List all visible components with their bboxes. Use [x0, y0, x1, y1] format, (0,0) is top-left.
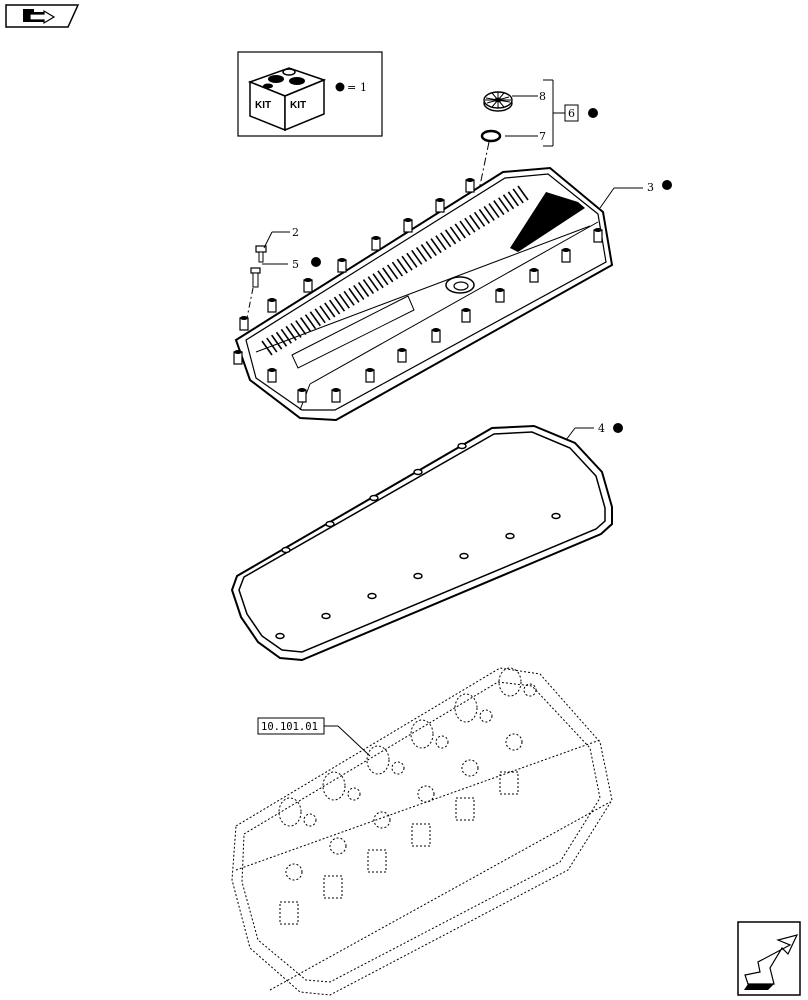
callout-number: 6 — [568, 107, 575, 120]
callout-number: 3 — [647, 181, 654, 194]
kit-legend-box: KIT KIT = 1 — [237, 51, 383, 137]
kit-number: 1 — [360, 81, 367, 94]
kit-box-icon: KIT KIT — [247, 67, 327, 132]
filler-cap — [483, 91, 513, 112]
head-ports — [278, 667, 537, 925]
cylinder-head-ghost — [231, 667, 613, 996]
kit-marker-dot — [588, 108, 598, 118]
seal-ring — [480, 129, 502, 143]
kit-marker-dot — [335, 82, 345, 92]
kit-equals-sign: = — [347, 81, 356, 94]
callout-box — [564, 104, 579, 122]
kit-marker-dot — [662, 180, 672, 190]
kit-marker-dot — [311, 257, 321, 267]
bolt — [246, 245, 267, 319]
reference-label[interactable]: 10.101.01 — [261, 721, 318, 733]
callout-number: 2 — [292, 226, 299, 239]
callout-number: 8 — [539, 90, 546, 103]
callout-number: 7 — [539, 130, 546, 143]
gasket-tabs — [275, 442, 561, 640]
cover-bosses — [233, 178, 603, 403]
callout-number: 4 — [598, 422, 605, 435]
cover-gasket — [230, 424, 613, 662]
callout-bracket-cap — [505, 79, 565, 147]
reference-link[interactable]: 10.101.01 — [257, 717, 325, 735]
kit-marker-dot — [613, 423, 623, 433]
kit-label-right: KIT — [290, 100, 306, 111]
nav-folder-arrow-icon[interactable] — [5, 4, 80, 28]
next-page-arrow-icon[interactable] — [737, 921, 801, 996]
kit-label-left: KIT — [255, 100, 271, 111]
callout-number: 5 — [292, 258, 299, 271]
valve-cover — [233, 166, 614, 422]
cover-ribs — [261, 185, 529, 356]
